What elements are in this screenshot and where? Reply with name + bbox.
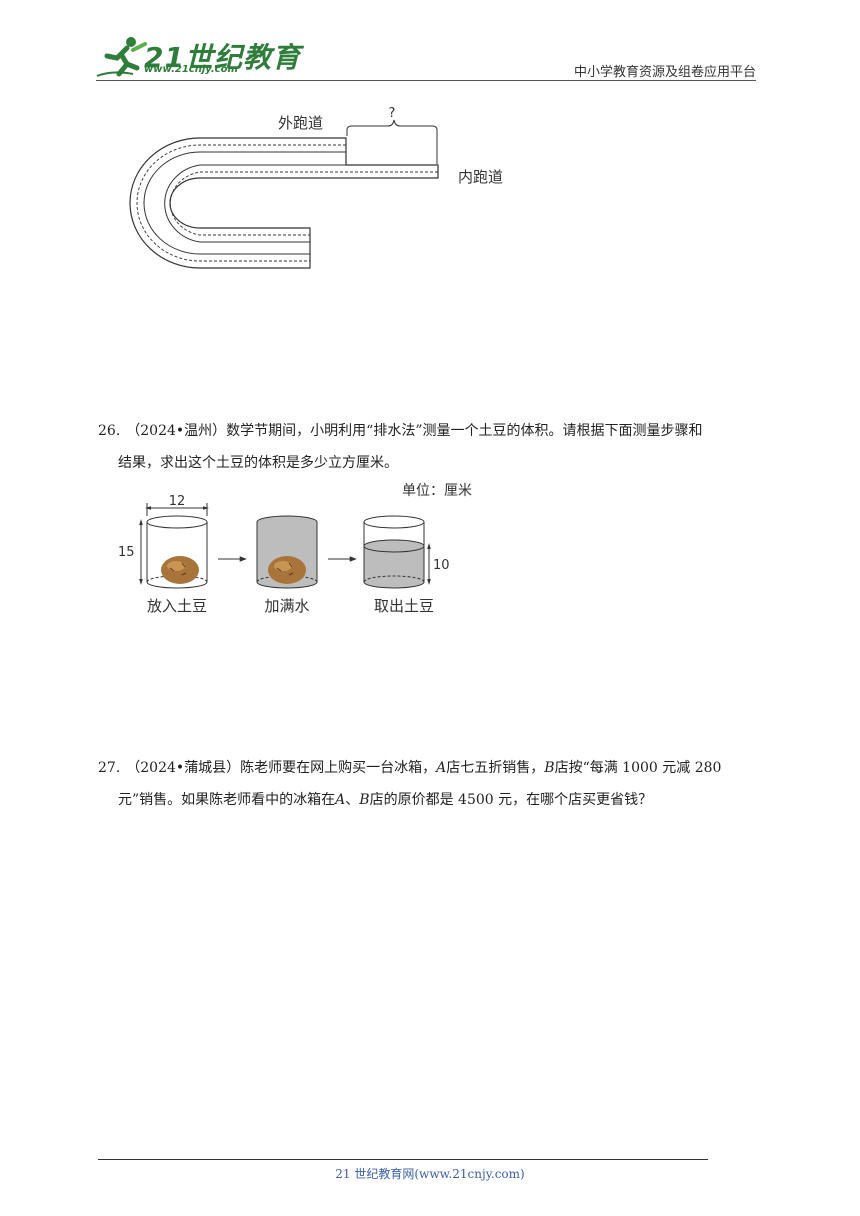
- question-mark: ?: [389, 106, 396, 121]
- logo-text: 21世纪教育: [144, 41, 301, 74]
- step-2-label: 加满水: [264, 597, 309, 615]
- question-source: （2024•蒲城县）: [126, 760, 241, 776]
- track-diagram: ? 外跑道 内跑道: [129, 106, 503, 269]
- question-number: 26.: [98, 423, 121, 439]
- logo-url: www.21cnjy.com: [144, 64, 238, 75]
- unit-label: 单位：厘米: [402, 483, 472, 499]
- outer-track-label: 外跑道: [278, 114, 323, 132]
- question-27: 27.（2024•蒲城县）陈老师要在网上购买一台冰箱，A店七五折销售，B店按“每…: [98, 752, 768, 816]
- step-1-label: 放入土豆: [147, 597, 207, 615]
- footer-link[interactable]: 21 世纪教育网(www.21cnjy.com): [335, 1167, 525, 1181]
- question-source: （2024•温州）: [126, 423, 227, 439]
- diameter-label: 12: [169, 494, 186, 509]
- header-divider: [96, 80, 756, 81]
- water-height-label: 10: [433, 558, 450, 573]
- question-text-line1: 数学节期间，小明利用“排水法”测量一个土豆的体积。请根据下面测量步骤和: [226, 423, 703, 439]
- height-label: 15: [118, 545, 135, 560]
- footer-divider: [98, 1159, 708, 1160]
- question-text-line2: 结果，求出这个土豆的体积是多少立方厘米。: [118, 455, 398, 471]
- runner-icon: [96, 37, 147, 77]
- question-text-line2: 元”销售。如果陈老师看中的冰箱在A、B店的原价都是 4500 元，在哪个店买更省…: [118, 792, 653, 808]
- question-number: 27.: [98, 760, 121, 776]
- inner-track-label: 内跑道: [458, 168, 503, 186]
- step-3-label: 取出土豆: [374, 597, 434, 615]
- site-logo: [93, 34, 263, 80]
- header-tagline: 中小学教育资源及组卷应用平台: [573, 65, 756, 80]
- question-26: 26. （2024•温州）数学节期间，小明利用“排水法”测量一个土豆的体积。请根据…: [98, 415, 768, 479]
- potato-measurement-diagram: 单位：厘米 12 15 10 放入土豆 加满水 取出土豆: [118, 483, 472, 615]
